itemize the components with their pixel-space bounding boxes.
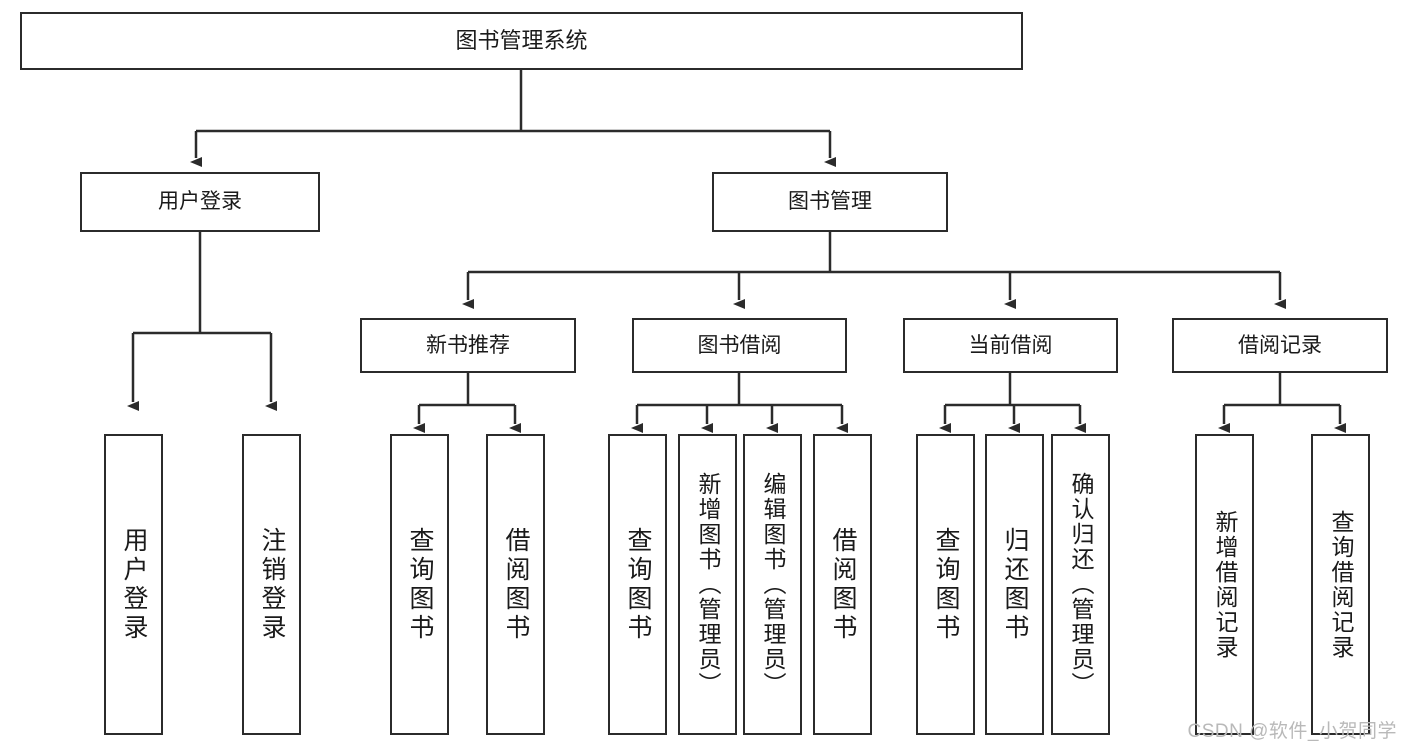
node-label: 借阅图书	[829, 526, 857, 643]
leaf-logout-login[interactable]: 注销登录	[242, 434, 301, 735]
node-new-book-recommend[interactable]: 新书推荐	[360, 318, 576, 373]
node-label: 图书管理	[788, 190, 872, 214]
node-current-borrow[interactable]: 当前借阅	[903, 318, 1118, 373]
node-user-login[interactable]: 用户登录	[80, 172, 320, 232]
node-borrow-record[interactable]: 借阅记录	[1172, 318, 1388, 373]
node-label: 查询图书	[624, 526, 652, 643]
node-label: 用户登录	[120, 526, 148, 643]
leaf-borrow-book-2[interactable]: 借阅图书	[813, 434, 872, 735]
node-book-manage[interactable]: 图书管理	[712, 172, 948, 232]
leaf-confirm-return[interactable]: 确认归还（管理员）	[1051, 434, 1110, 735]
leaf-query-book-2[interactable]: 查询图书	[608, 434, 667, 735]
node-label: 注销登录	[258, 526, 286, 643]
leaf-return-book[interactable]: 归还图书	[985, 434, 1044, 735]
leaf-add-record[interactable]: 新增借阅记录	[1195, 434, 1254, 735]
node-label: 借阅记录	[1238, 333, 1322, 357]
node-label: 查询图书	[932, 526, 960, 643]
leaf-add-book[interactable]: 新增图书（管理员）	[678, 434, 737, 735]
node-label: 用户登录	[158, 190, 242, 214]
leaf-edit-book[interactable]: 编辑图书（管理员）	[743, 434, 802, 735]
node-book-borrow[interactable]: 图书借阅	[632, 318, 847, 373]
node-label: 当前借阅	[968, 333, 1053, 357]
node-label: 查询借阅记录	[1328, 509, 1354, 660]
node-label: 新增借阅记录	[1212, 509, 1238, 660]
leaf-query-book-3[interactable]: 查询图书	[916, 434, 975, 735]
node-label: 编辑图书（管理员）	[760, 472, 786, 697]
node-label: 图书借阅	[697, 333, 782, 357]
node-label: 借阅图书	[502, 526, 530, 643]
leaf-borrow-book-1[interactable]: 借阅图书	[486, 434, 545, 735]
node-root-system[interactable]: 图书管理系统	[20, 12, 1023, 70]
csdn-watermark: CSDN @软件_小贺同学	[1187, 721, 1397, 742]
leaf-user-login[interactable]: 用户登录	[104, 434, 163, 735]
node-label: 查询图书	[406, 526, 434, 643]
node-label: 图书管理系统	[455, 27, 588, 53]
leaf-query-record[interactable]: 查询借阅记录	[1311, 434, 1370, 735]
node-label: 确认归还（管理员）	[1068, 472, 1094, 697]
node-label: 新增图书（管理员）	[695, 472, 721, 697]
node-label: 新书推荐	[426, 333, 510, 357]
leaf-query-book-1[interactable]: 查询图书	[390, 434, 449, 735]
node-label: 归还图书	[1001, 526, 1029, 643]
